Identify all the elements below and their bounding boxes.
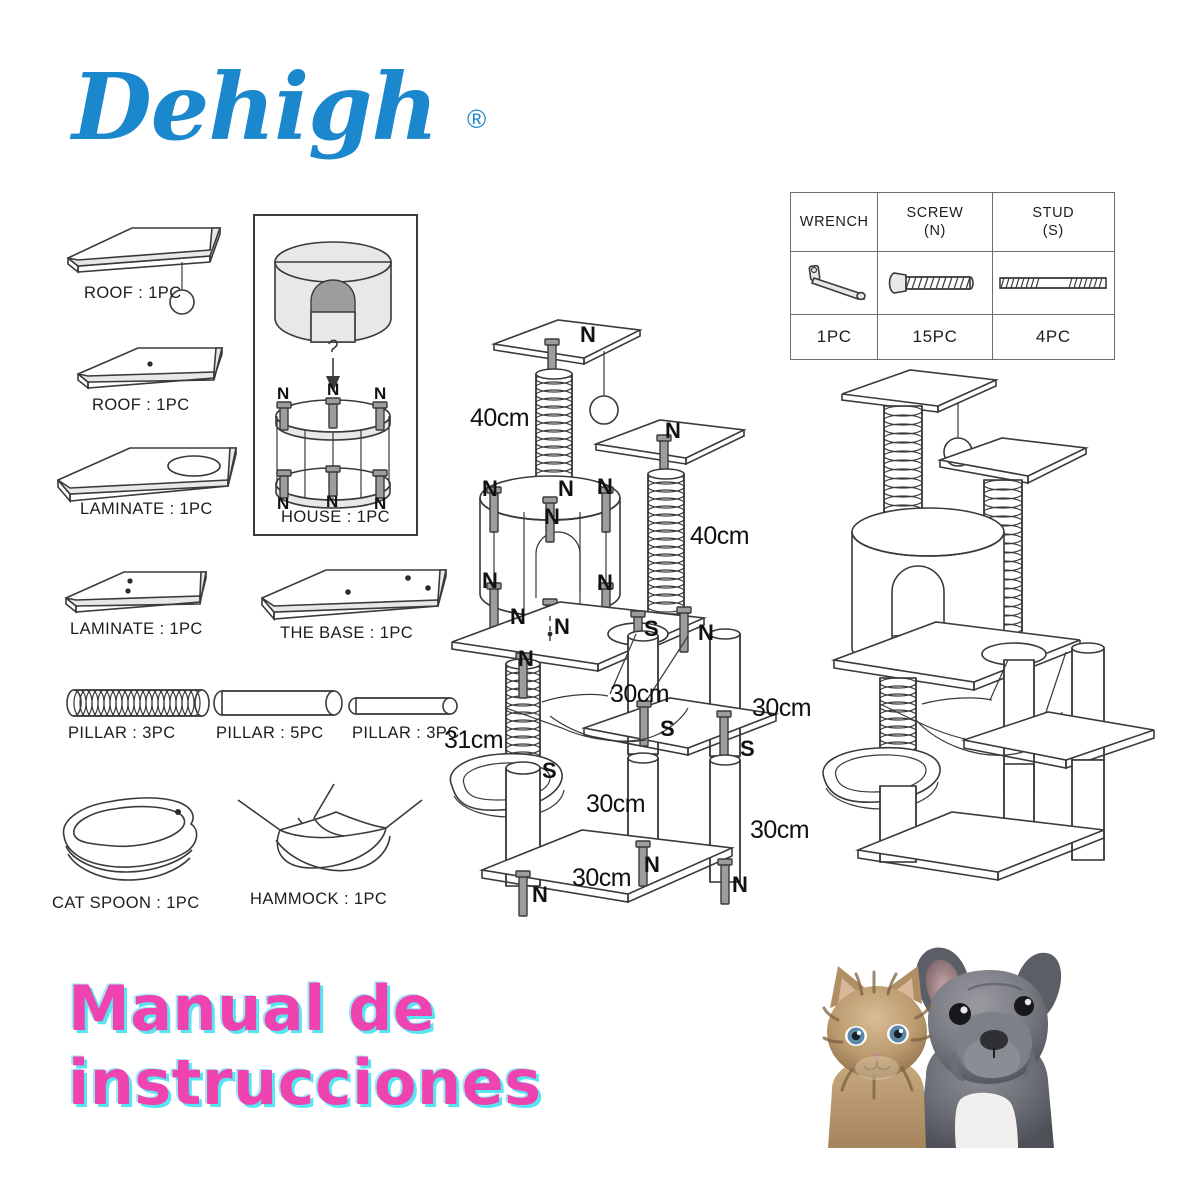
hw-header-stud: STUD (S) [991,192,1116,252]
page-title-line-2: instrucciones [68,1046,542,1119]
house-part-box: N N N N N N HOUSE : 1PC [253,214,418,536]
mark-n-2: N [665,418,681,443]
house-screw-mark-n-1: N [277,384,290,403]
dim-30cm-base: 30cm [572,864,632,892]
part-cat-spoon: CAT SPOON : 1PC [50,790,250,930]
hw-name-stud: STUD [1032,205,1075,221]
mark-s-1: S [644,616,659,641]
dim-30cm-upper-left: 30cm [610,680,670,708]
house-screw-mark-n-3: N [374,384,387,403]
hw-qty-stud: 4PC [991,314,1116,360]
house-screw-mark-n-4: N [277,494,290,513]
brand-name: Dehigh [72,53,438,161]
part-label-laminate-1: LAMINATE : 1PC [80,500,213,518]
hw-name-screw: SCREW [906,205,964,221]
mark-n-8: N [597,570,613,595]
brand-logo: Dehigh ® [72,52,502,172]
dim-31cm: 31cm [444,726,504,754]
part-label-roof-1: ROOF : 1PC [84,284,182,302]
part-label-pillar-thin: PILLAR : 3PC [352,724,460,742]
house-screw-mark-n-5: N [326,492,339,511]
part-pillar-plain: PILLAR : 5PC [213,686,366,746]
hardware-table: WRENCH SCREW (N) STUD (S) [789,192,1116,360]
hw-pic-wrench [789,251,879,315]
page-title: Manual de instrucciones [68,972,628,1120]
part-roof-2: ROOF : 1PC [72,344,262,424]
part-label-pillar-sisal: PILLAR : 3PC [68,724,176,742]
part-laminate-2: LAMINATE : 1PC [60,568,250,658]
part-label-laminate-2: LAMINATE : 1PC [70,620,203,638]
house-screw-mark-n-6: N [374,494,387,513]
part-laminate-1: LAMINATE : 1PC [52,440,272,530]
part-base: THE BASE : 1PC [256,566,456,656]
part-label-roof-2: ROOF : 1PC [92,396,190,414]
part-roof-1: ROOF : 1PC [60,222,250,315]
part-label-cat-spoon: CAT SPOON : 1PC [52,894,200,912]
dim-30cm-upper-right: 30cm [752,694,812,722]
mark-s-4: S [542,758,557,783]
registered-trademark-icon: ® [467,104,487,134]
hw-header-wrench: WRENCH [789,192,879,252]
hw-code-stud: (S) [1042,223,1064,239]
dim-30cm-lower-right: 30cm [750,816,810,844]
mark-n-15: N [732,872,748,897]
mark-n-6: N [544,504,560,529]
part-pillar-sisal: PILLAR : 3PC [66,686,226,746]
mark-n-12: N [518,646,534,671]
hw-qty-wrench: 1PC [789,314,879,360]
part-pillar-thin: PILLAR : 3PC [348,690,490,750]
hw-pic-stud [991,251,1116,315]
mark-n-13: N [644,852,660,877]
mark-s-2: S [660,716,675,741]
dim-40cm-second: 40cm [690,522,750,550]
exploded-assembly-diagram: 40cm 40cm 31cm 30cm 30cm 30cm 30cm 30cm … [432,316,842,956]
mark-s-3: S [740,736,755,761]
hw-qty-screw: 15PC [877,314,993,360]
page-title-line-1: Manual de [68,972,436,1045]
house-screw-mark-n-2: N [327,380,340,399]
mark-n-3: N [482,476,498,501]
hw-header-screw: SCREW (N) [877,192,993,252]
mark-n-4: N [558,476,574,501]
mark-n-5: N [597,474,613,499]
mark-n-9: N [510,604,526,629]
dim-40cm-top: 40cm [470,404,530,432]
hw-code-screw: (N) [924,223,946,239]
hw-name-wrench: WRENCH [799,214,869,230]
dim-30cm-lower-left: 30cm [586,790,646,818]
part-hammock: HAMMOCK : 1PC [226,778,436,928]
part-label-pillar-plain: PILLAR : 5PC [216,724,324,742]
part-label-hammock: HAMMOCK : 1PC [250,890,388,908]
assembled-product-diagram [818,360,1188,900]
mark-n-10: N [554,614,570,639]
pets-photo [818,947,1108,1148]
mark-n-1: N [580,322,596,347]
house-box-label: HOUSE : 1PC [281,508,390,526]
mark-n-11: N [698,620,714,645]
mark-n-7: N [482,568,498,593]
mark-n-14: N [532,882,548,907]
part-label-base: THE BASE : 1PC [280,624,414,642]
hw-pic-screw [877,251,993,315]
